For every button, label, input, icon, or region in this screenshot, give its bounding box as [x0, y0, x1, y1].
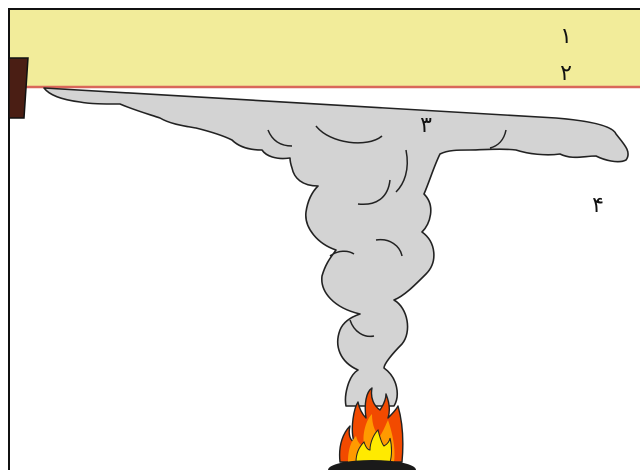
wall-vent — [9, 58, 28, 118]
label-four: ۴ — [592, 193, 604, 218]
label-two: ٢ — [560, 61, 572, 86]
label-three: ٣ — [420, 113, 432, 138]
label-one: ١ — [560, 24, 572, 49]
ceiling-hot-layer — [10, 10, 640, 87]
